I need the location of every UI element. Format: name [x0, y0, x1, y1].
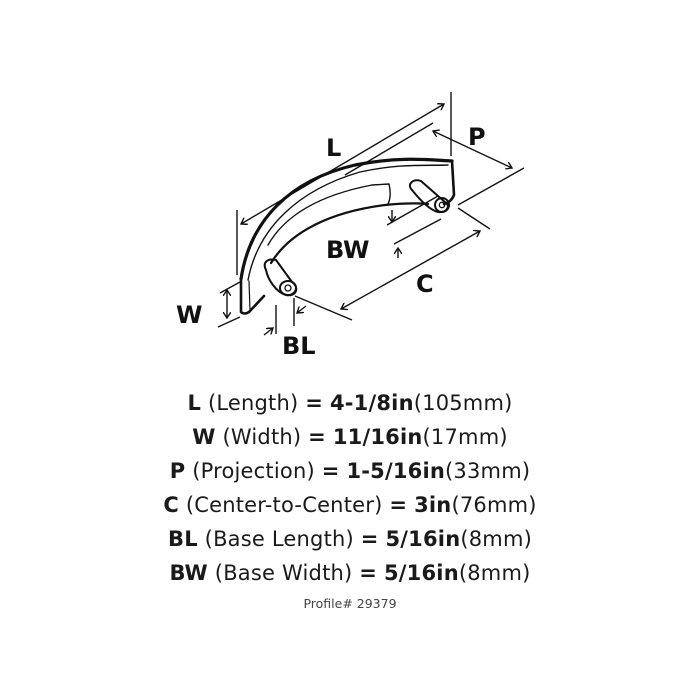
profile-number: Profile# 29379 — [303, 596, 397, 611]
spec-base-length: BL (Base Length) = 5/16in(8mm) — [167, 527, 533, 551]
spec-width: W (Width) = 11/16in(17mm) — [192, 425, 508, 449]
dimension-spec-list: L (Length) = 4-1/8in(105mm) W (Width) = … — [0, 386, 700, 590]
cabinet-pull-dimension-diagram: L P BW C W BL — [176, 92, 525, 360]
spec-center-to-center: C (Center-to-Center) = 3in(76mm) — [163, 493, 537, 517]
spec-base-width: BW (Base Width) = 5/16in(8mm) — [169, 561, 531, 585]
label-P: P — [468, 123, 486, 151]
spec-length: L (Length) = 4-1/8in(105mm) — [187, 391, 513, 415]
label-BW: BW — [326, 236, 369, 264]
label-C: C — [416, 270, 434, 298]
label-BL: BL — [282, 332, 316, 360]
spec-projection: P (Projection) = 1-5/16in(33mm) — [169, 459, 531, 483]
label-W: W — [176, 301, 202, 329]
dimension-lines — [217, 92, 525, 336]
label-L: L — [326, 134, 341, 162]
